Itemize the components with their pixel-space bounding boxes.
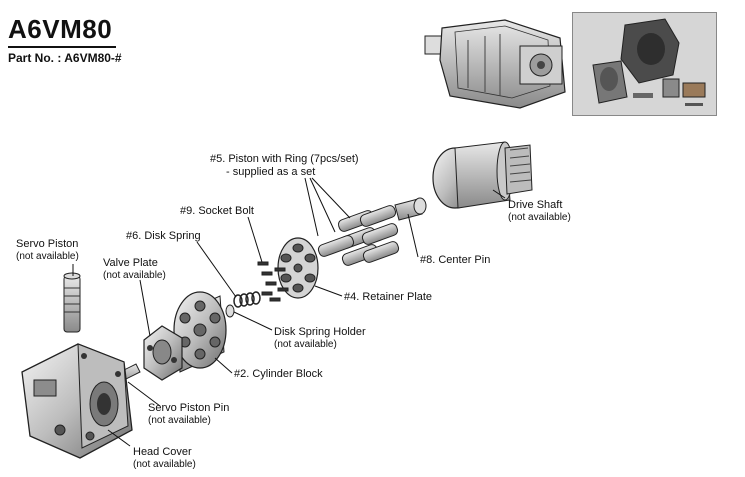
servo-piston-part [63, 272, 81, 333]
disk-springs-part [233, 291, 261, 308]
page-title: A6VM80 [8, 14, 113, 44]
callout-socket-bolt: #9. Socket Bolt [180, 205, 254, 217]
callout-drive-shaft-note: (not available) [508, 212, 571, 223]
title-underline [8, 46, 116, 48]
callout-retainer-plate: #4. Retainer Plate [344, 291, 433, 303]
valve-plate-part [143, 325, 183, 381]
callout-piston-note: - supplied as a set [226, 166, 316, 178]
retainer-plate-part [277, 237, 319, 299]
callout-valve-plate-note: (not available) [103, 270, 166, 281]
callout-piston: #5. Piston with Ring (7pcs/set) [210, 153, 359, 165]
assembled-pump-image [424, 19, 566, 109]
drive-shaft-part [432, 141, 533, 209]
cylinder-block-part [173, 291, 227, 373]
center-pin-part [394, 197, 427, 221]
callout-head-cover: Head Cover [133, 446, 192, 458]
callout-cylinder-block: #2. Cylinder Block [234, 368, 323, 380]
callout-drive-shaft: Drive Shaft [508, 199, 563, 211]
callout-servo-piston-pin-note: (not available) [148, 415, 211, 426]
callout-servo-piston-pin: Servo Piston Pin [148, 402, 230, 414]
pistons-part [317, 205, 400, 266]
callout-disk-spring: #6. Disk Spring [126, 230, 201, 242]
callout-servo-piston-note: (not available) [16, 251, 79, 262]
callout-valve-plate: Valve Plate [103, 257, 158, 269]
parts-photo-image [573, 13, 716, 115]
callout-head-cover-note: (not available) [133, 459, 196, 470]
leader-lines [72, 177, 506, 447]
callout-disk-spring-holder: Disk Spring Holder [274, 326, 366, 338]
parts-photo [572, 12, 717, 116]
callout-center-pin: #8. Center Pin [420, 254, 491, 266]
socket-bolts-part [257, 261, 289, 302]
part-number: Part No. : A6VM80-# [8, 51, 122, 65]
head-cover-part [21, 343, 133, 459]
callout-servo-piston: Servo Piston [16, 238, 79, 250]
disk-spring-holder-part [225, 304, 235, 318]
callout-disk-spring-holder-note: (not available) [274, 339, 337, 350]
